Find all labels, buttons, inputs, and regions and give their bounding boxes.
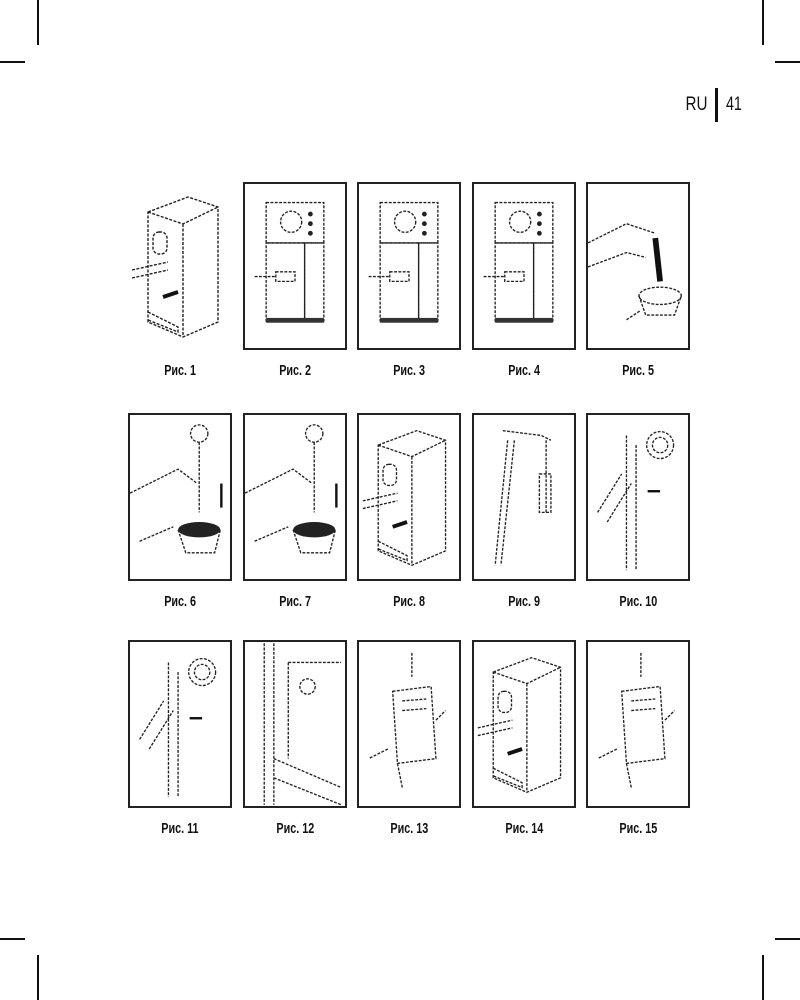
figure-caption: Рис. 11 — [128, 820, 232, 837]
figure-caption: Рис. 7 — [243, 593, 347, 610]
header-divider — [715, 88, 719, 122]
figure-caption-text: Рис. 13 — [390, 820, 428, 837]
figure-caption: Рис. 4 — [472, 362, 576, 379]
figure-1-illustration — [128, 182, 232, 350]
figure-12-illustration — [243, 640, 347, 808]
figure-caption-text: Рис. 8 — [393, 593, 425, 610]
figure-caption-text: Рис. 6 — [164, 593, 196, 610]
crop-mark — [762, 0, 764, 45]
figure-4-illustration — [472, 182, 576, 350]
page-number: 41 — [726, 94, 743, 115]
figure-11-illustration — [128, 640, 232, 808]
figure-caption-text: Рис. 5 — [622, 362, 654, 379]
figure-caption: Рис. 9 — [472, 593, 576, 610]
crop-mark — [37, 0, 39, 45]
figure-caption: Рис. 3 — [357, 362, 461, 379]
hand-tamp-drawing — [130, 424, 223, 554]
figure-caption: Рис. 14 — [472, 820, 576, 837]
side-drawing — [263, 643, 342, 806]
figure-caption-text: Рис. 2 — [279, 362, 311, 379]
machine-front-drawing — [368, 201, 439, 323]
figure-caption: Рис. 8 — [357, 593, 461, 610]
figure-caption-text: Рис. 9 — [508, 593, 540, 610]
figure-5-illustration — [586, 182, 690, 350]
figure-caption: Рис. 10 — [586, 593, 690, 610]
figure-caption: Рис. 1 — [128, 362, 232, 379]
figure-caption-text: Рис. 15 — [619, 820, 657, 837]
tank-drawing — [368, 652, 447, 788]
machine-iso-drawing — [362, 429, 447, 567]
figure-9-illustration — [472, 413, 576, 581]
crop-mark — [762, 955, 764, 1000]
crop-mark — [775, 938, 800, 940]
page-header: RU 41 — [680, 88, 748, 122]
dial-wand-drawing — [597, 430, 675, 571]
wand-drawing — [494, 429, 552, 566]
crop-mark — [0, 938, 25, 940]
hand-tamp-drawing — [245, 424, 338, 554]
hand-scoop-drawing — [588, 222, 682, 321]
dial-wand-drawing — [139, 657, 217, 798]
figure-caption: Рис. 13 — [357, 820, 461, 837]
figure-caption-text: Рис. 3 — [393, 362, 425, 379]
language-code: RU — [685, 94, 708, 115]
figure-caption-text: Рис. 7 — [279, 593, 311, 610]
figure-caption-text: Рис. 11 — [161, 820, 199, 837]
crop-mark — [37, 955, 39, 1000]
figure-2-illustration — [243, 182, 347, 350]
figure-13-illustration — [357, 640, 461, 808]
machine-front-drawing — [254, 201, 325, 323]
figure-10-illustration — [586, 413, 690, 581]
figure-caption-text: Рис. 1 — [164, 362, 196, 379]
figure-caption: Рис. 2 — [243, 362, 347, 379]
figure-caption-text: Рис. 4 — [508, 362, 540, 379]
figure-caption: Рис. 12 — [243, 820, 347, 837]
figure-caption: Рис. 15 — [586, 820, 690, 837]
figure-7-illustration — [243, 413, 347, 581]
figure-14-illustration — [472, 640, 576, 808]
figure-caption-text: Рис. 10 — [619, 593, 657, 610]
machine-iso-drawing — [131, 196, 219, 338]
figure-caption-text: Рис. 12 — [276, 820, 314, 837]
machine-front-drawing — [483, 201, 554, 323]
figure-8-illustration — [357, 413, 461, 581]
tank-drawing — [597, 652, 676, 788]
figure-6-illustration — [128, 413, 232, 581]
crop-mark — [0, 61, 25, 63]
figure-caption: Рис. 5 — [586, 362, 690, 379]
crop-mark — [775, 61, 800, 63]
figure-3-illustration — [357, 182, 461, 350]
figure-15-illustration — [586, 640, 690, 808]
figure-caption: Рис. 6 — [128, 593, 232, 610]
figure-caption-text: Рис. 14 — [505, 820, 543, 837]
machine-iso-drawing — [477, 656, 562, 794]
